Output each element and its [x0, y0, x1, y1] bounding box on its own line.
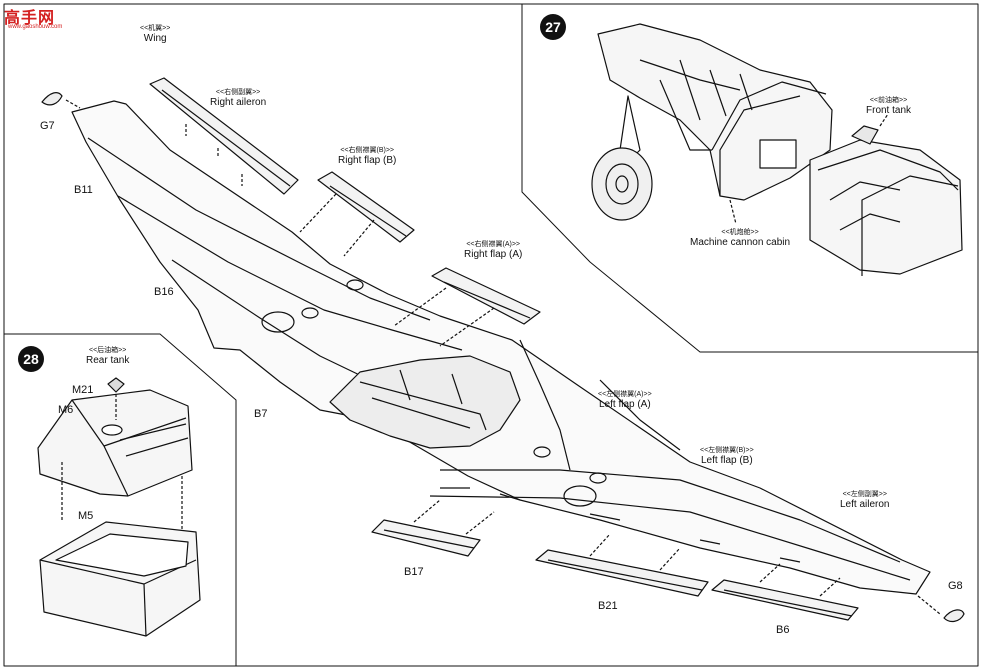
rear-tank-cover	[37, 377, 193, 560]
rear-tank-base	[39, 521, 201, 637]
part-m6: M6	[58, 404, 74, 416]
machine-cannon-cabin	[591, 23, 833, 225]
step-27-badge: 27	[540, 14, 566, 40]
part-b17: B17	[404, 566, 424, 578]
step27-box	[521, 4, 978, 353]
label-left-aileron: <<左侧副翼>>Left aileron	[840, 491, 890, 510]
label-right-aileron: <<右侧副翼>>Right aileron	[210, 89, 267, 108]
part-b11: B11	[74, 184, 93, 196]
right-flap-a	[393, 267, 541, 347]
part-m21: M21	[72, 384, 94, 396]
left-flap-b-part	[535, 533, 709, 597]
part-b16: B16	[154, 286, 174, 298]
label-left-flap-b: <<左侧襟翼(B)>>Left flap (B)	[700, 447, 754, 466]
step-28-badge: 28	[18, 346, 44, 372]
front-tank	[809, 113, 963, 276]
wing-assembly	[41, 92, 965, 623]
label-front-tank: <<前油箱>>Front tank	[866, 97, 912, 116]
sheet-border	[3, 3, 979, 667]
watermark-logo: 高手网	[4, 10, 56, 27]
part-m5: M5	[78, 510, 94, 522]
left-aileron-part	[711, 563, 859, 621]
right-aileron	[149, 77, 299, 195]
watermark-url: www.gaoshouw.com	[8, 24, 63, 30]
right-flap-b	[299, 171, 415, 257]
label-wing: <<机翼>>Wing	[140, 25, 171, 44]
label-right-flap-b: <<右侧襟翼(B)>>Right flap (B)	[338, 147, 397, 166]
label-machine-cannon-cabin: <<机炮舱>>Machine cannon cabin	[690, 229, 791, 248]
part-g7: G7	[40, 120, 55, 132]
part-g8: G8	[948, 580, 963, 592]
label-right-flap-a: <<右侧襟翼(A)>>Right flap (A)	[464, 241, 523, 260]
part-b6: B6	[776, 624, 790, 636]
left-flap-a-part	[371, 499, 495, 557]
label-left-flap-a: <<左侧襟翼(A)>>Left flap (A)	[598, 391, 652, 410]
part-b21: B21	[598, 600, 618, 612]
label-rear-tank: <<后油箱>>Rear tank	[86, 347, 130, 366]
step28-box	[4, 333, 237, 666]
part-b7: B7	[254, 408, 268, 420]
